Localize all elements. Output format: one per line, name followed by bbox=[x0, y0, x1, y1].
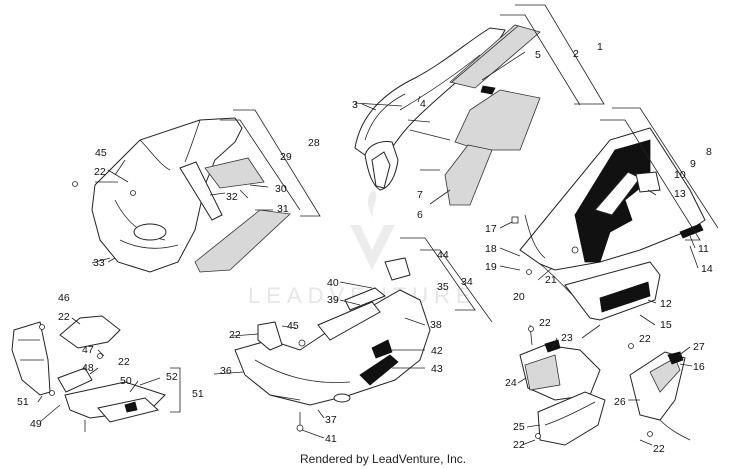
callout-23: 23 bbox=[561, 332, 573, 344]
callout-22a: 22 bbox=[94, 166, 106, 178]
callout-22c: 22 bbox=[118, 356, 130, 368]
callout-15: 15 bbox=[660, 319, 672, 331]
callout-51b: 51 bbox=[192, 388, 204, 400]
callout-3: 3 bbox=[352, 99, 358, 111]
callout-38: 38 bbox=[430, 319, 442, 331]
callout-16: 16 bbox=[693, 361, 705, 373]
callout-9: 9 bbox=[690, 158, 696, 170]
callout-50: 50 bbox=[120, 375, 132, 387]
callout-14: 14 bbox=[701, 263, 713, 275]
callout-51a: 51 bbox=[17, 396, 29, 408]
callout-19: 19 bbox=[485, 261, 497, 273]
belly-pan-group bbox=[234, 237, 493, 432]
callout-17: 17 bbox=[485, 223, 497, 235]
callout-33: 33 bbox=[93, 257, 105, 269]
callout-44: 44 bbox=[437, 249, 449, 261]
callout-18: 18 bbox=[485, 243, 497, 255]
callout-labels: 1 2 3 4 5 6 7 8 9 10 11 12 13 14 15 16 1… bbox=[17, 41, 713, 455]
callout-34: 34 bbox=[461, 276, 473, 288]
callout-21: 21 bbox=[545, 274, 557, 286]
callout-26: 26 bbox=[614, 396, 626, 408]
callout-12: 12 bbox=[660, 298, 672, 310]
footer-credit: Rendered by LeadVenture, Inc. bbox=[300, 452, 466, 466]
callout-45b: 45 bbox=[287, 320, 299, 332]
callout-27: 27 bbox=[693, 341, 705, 353]
callout-22h: 22 bbox=[653, 443, 665, 455]
callout-10: 10 bbox=[674, 169, 686, 181]
callout-29: 29 bbox=[280, 151, 292, 163]
callout-22b: 22 bbox=[58, 311, 70, 323]
callout-1: 1 bbox=[597, 41, 603, 53]
callout-2: 2 bbox=[573, 48, 579, 60]
callout-36: 36 bbox=[220, 365, 232, 377]
callout-22f: 22 bbox=[639, 333, 651, 345]
callout-47: 47 bbox=[82, 344, 94, 356]
callout-20: 20 bbox=[513, 291, 525, 303]
callout-22d: 22 bbox=[229, 329, 241, 341]
callout-48: 48 bbox=[82, 362, 94, 374]
callout-22e: 22 bbox=[539, 317, 551, 329]
callout-39: 39 bbox=[327, 294, 339, 306]
callout-31: 31 bbox=[277, 203, 289, 215]
callout-32: 32 bbox=[226, 191, 238, 203]
callout-13: 13 bbox=[674, 188, 686, 200]
callout-4: 4 bbox=[420, 98, 426, 110]
callout-35: 35 bbox=[437, 281, 449, 293]
right-panel-group bbox=[511, 107, 719, 321]
callout-49: 49 bbox=[30, 418, 42, 430]
callout-40: 40 bbox=[327, 277, 339, 289]
callout-7: 7 bbox=[417, 189, 423, 201]
left-panel-group bbox=[72, 109, 321, 273]
callout-43: 43 bbox=[431, 363, 443, 375]
callout-28: 28 bbox=[308, 137, 320, 149]
callout-42: 42 bbox=[431, 345, 443, 357]
hood-windshield-group bbox=[354, 4, 605, 206]
callout-37: 37 bbox=[325, 414, 337, 426]
side-trim-group bbox=[628, 343, 691, 446]
callout-8: 8 bbox=[706, 146, 712, 158]
air-duct-group bbox=[11, 315, 181, 432]
callout-25: 25 bbox=[513, 421, 525, 433]
vent-group bbox=[519, 324, 606, 446]
callout-45a: 45 bbox=[95, 147, 107, 159]
callout-46: 46 bbox=[58, 292, 70, 304]
callout-41: 41 bbox=[325, 433, 337, 445]
callout-22g: 22 bbox=[513, 439, 525, 451]
callout-11: 11 bbox=[698, 243, 709, 255]
callout-6: 6 bbox=[417, 209, 423, 221]
callout-52: 52 bbox=[166, 371, 178, 383]
leader-lines bbox=[37, 103, 699, 439]
callout-24: 24 bbox=[505, 377, 517, 389]
callout-5: 5 bbox=[535, 49, 541, 61]
callout-30: 30 bbox=[275, 183, 287, 195]
